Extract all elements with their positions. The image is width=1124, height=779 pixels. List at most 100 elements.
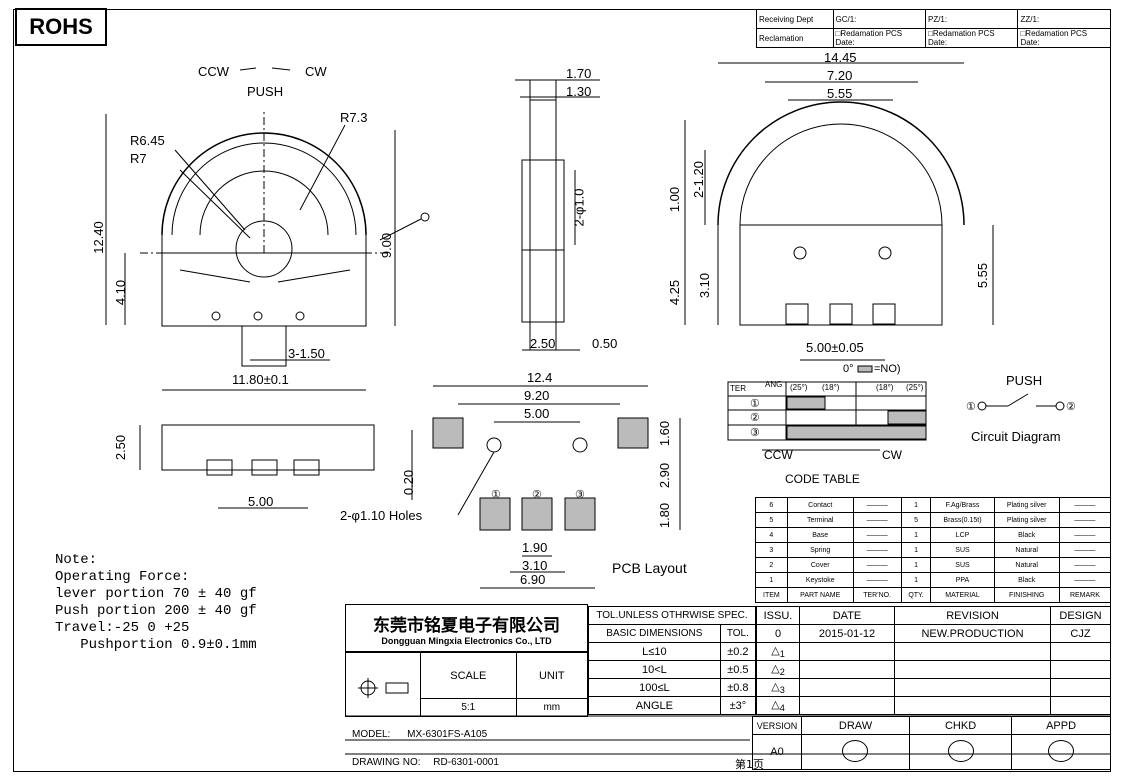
parts-cell-finish: Natural — [993, 557, 1060, 573]
parts-cell-qty: 1 — [900, 542, 932, 558]
note-line: Travel:-25 0 +25 — [55, 620, 190, 636]
side-d170: 1.70 — [566, 66, 592, 81]
rev-mark-3: △3 — [756, 678, 800, 697]
parts-cell-ter: ——— — [852, 512, 902, 528]
tol-range-4: ANGLE — [588, 696, 721, 715]
parts-cell-name: Keystoke — [786, 572, 854, 588]
parts-cell-ter: ——— — [852, 557, 902, 573]
code-ter: TER — [730, 384, 746, 393]
unit-label: UNIT — [515, 652, 589, 699]
parts-cell-finish: Plating silver — [993, 512, 1060, 528]
company-block: 东莞市铭夏电子有限公司 Dongguan Mingxia Electronics… — [345, 604, 588, 652]
back-d555: 5.55 — [827, 86, 853, 101]
back-d500: 5.00±0.05 — [806, 340, 864, 355]
parts-cell-ter: ——— — [852, 572, 902, 588]
draw-label: DRAW — [801, 716, 910, 735]
d3150-label: 3-1.50 — [288, 346, 325, 361]
tol-val-3: ±0.8 — [719, 678, 757, 697]
revision-table: ISSU. DATE REVISION DESIGN 0 2015-01-12 … — [756, 606, 1111, 715]
parts-cell-material: F.Ag/Brass — [930, 497, 995, 513]
pcb-title: PCB Layout — [612, 560, 687, 576]
issu-header: ISSU. — [756, 606, 800, 625]
parts-cell-material: PPA — [930, 572, 995, 588]
design-header: DESIGN — [1050, 606, 1111, 625]
parts-cell-qty: 1 — [900, 572, 932, 588]
receiving-table: Receiving Dept GC/1: PZ/1: ZZ/1: Reclama… — [756, 9, 1111, 48]
company-name-cn: 东莞市铭夏电子有限公司 — [373, 616, 560, 636]
bottom-d500: 5.00 — [248, 494, 274, 509]
note-line: Pushportion 0.9±0.1mm — [55, 637, 257, 653]
tol-val-1: ±0.2 — [719, 642, 757, 661]
parts-hdr-part: PART NAME — [786, 587, 854, 603]
parts-cell-material: LCP — [930, 527, 995, 543]
rev-mark-4: △4 — [756, 696, 800, 715]
side-d130: 1.30 — [566, 84, 592, 99]
d1240-label: 12.40 — [90, 221, 106, 254]
unit-value: mm — [515, 698, 589, 717]
tol-val-4: ±3° — [719, 696, 757, 715]
back-d1445: 14.45 — [824, 50, 857, 65]
code-row2: ② — [750, 412, 760, 424]
d410-label: 4.10 — [113, 279, 129, 306]
parts-hdr-ter: TER'NO. — [852, 587, 902, 603]
back-d2120: 2-1.20 — [690, 161, 706, 198]
parts-cell-name: Contact — [786, 497, 854, 513]
approval-table: VERSION DRAW CHKD APPD A0 — [752, 716, 1111, 770]
pcb-d500: 5.00 — [524, 406, 550, 421]
parts-cell-no: 1 — [755, 572, 788, 588]
rev-mark-1: △1 — [756, 642, 800, 661]
parts-cell-name: Cover — [786, 557, 854, 573]
company-name-en: Dongguan Mingxia Electronics Co., LTD — [381, 636, 552, 646]
code-no-legend: =NO) — [874, 363, 901, 375]
chkd-stamp-cell — [908, 734, 1013, 770]
front-view — [105, 67, 430, 391]
code-a18r: (18°) — [876, 383, 894, 392]
revision-value: NEW.PRODUCTION — [894, 624, 1051, 643]
r73-label: R7.3 — [340, 110, 368, 125]
pcb-d124: 12.4 — [527, 370, 553, 385]
drawing-label: DRAWING NO: — [352, 757, 421, 768]
back-d100: 1.00 — [667, 186, 683, 213]
circuit-diagram — [977, 393, 1065, 411]
drawing-frame — [13, 9, 1111, 772]
parts-cell-remark: ——— — [1058, 497, 1112, 513]
chkd-label: CHKD — [908, 716, 1013, 735]
back-d555b: 5.55 — [975, 262, 991, 289]
parts-cell-finish: Black — [993, 527, 1060, 543]
model-row: MODEL: MX-6301FS-A105 — [352, 729, 487, 740]
tol-range-2: 10<L — [588, 660, 721, 679]
parts-cell-remark: ——— — [1058, 542, 1112, 558]
symbol-cell — [345, 652, 421, 717]
side-d2phi: 2-φ1.0 — [571, 188, 587, 227]
parts-cell-ter: ——— — [852, 542, 902, 558]
parts-cell-finish: Black — [993, 572, 1060, 588]
reclamation-label: Reclamation — [756, 28, 834, 48]
note-line: Operating Force: — [55, 569, 190, 585]
parts-cell-material: SUS — [930, 542, 995, 558]
code-cw: CW — [882, 448, 902, 462]
d1180-label: 11.80±0.1 — [232, 372, 289, 387]
tol-header: TOL. — [719, 624, 757, 643]
pcb-pad1-marker: ① — [491, 489, 501, 501]
r7-label: R7 — [130, 151, 147, 166]
parts-cell-material: Brass(0.15t) — [930, 512, 995, 528]
issu-value: 0 — [756, 624, 800, 643]
pcb-d920: 9.20 — [524, 388, 550, 403]
pcb-d290: 2.90 — [657, 462, 673, 489]
date-value: 2015-01-12 — [799, 624, 895, 643]
appd-stamp-cell — [1011, 734, 1111, 770]
parts-cell-no: 6 — [755, 497, 788, 513]
notes-block: Note: Operating Force: lever portion 70 … — [55, 552, 257, 654]
parts-cell-remark: ——— — [1058, 512, 1112, 528]
cw-label: CW — [305, 64, 327, 79]
circuit-title: Circuit Diagram — [971, 429, 1061, 444]
date-header: DATE — [799, 606, 895, 625]
